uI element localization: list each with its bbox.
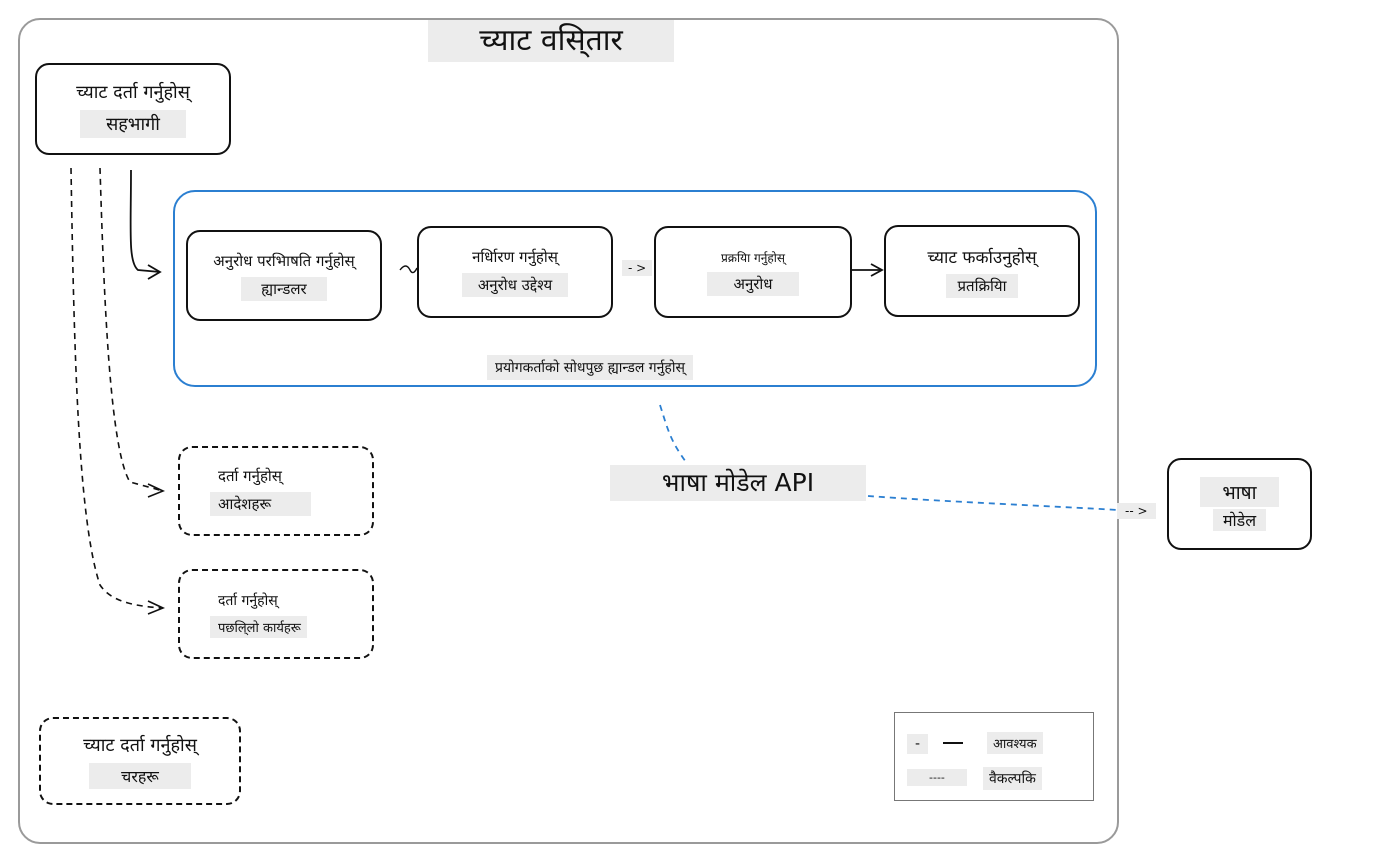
query-handling-caption: प्रयोगकर्ताको सोधपुछ ह्यान्डल गर्नुहोस् — [487, 355, 693, 380]
chat-participant-box: च्याट दर्ता गर्नुहोस् सहभागी — [35, 63, 231, 155]
model-line1: भाषा — [1200, 477, 1279, 507]
register-followups-box: दर्ता गर्नुहोस् पछलि्लो कार्यहरू — [178, 569, 374, 659]
followups-line2: पछलि्लो कार्यहरू — [210, 615, 307, 638]
legend-solid-line — [943, 742, 963, 744]
register-commands-box: दर्ता गर्नुहोस् आदेशहरू — [178, 446, 374, 536]
language-model-api-label: भाषा मोडेल API — [610, 465, 866, 501]
diagram-title: च्याट वसि्तार — [428, 20, 674, 62]
determine-intent-box: नर्धिारण गर्नुहोस् अनुरोध उद्देश्य — [417, 226, 613, 318]
api-to-model-arrow-label: -- > — [1117, 503, 1156, 519]
model-line2: मोडेल — [1212, 509, 1267, 531]
variables-line1: च्याट दर्ता गर्नुहोस् — [83, 735, 197, 756]
step3-line1: प्रक्रयिा गर्नुहोस् — [720, 250, 786, 265]
return-response-box: च्याट फर्काउनुहोस् प्रतक्रियिा — [884, 225, 1080, 317]
commands-line2: आदेशहरू — [210, 492, 312, 516]
participant-line1: च्याट दर्ता गर्नुहोस् — [76, 82, 190, 103]
query-handling-frame — [173, 190, 1097, 387]
legend-optional-symbol: ---- — [907, 769, 967, 786]
step4-line1: च्याट फर्काउनुहोस् — [927, 247, 1037, 268]
participant-line2: सहभागी — [80, 110, 186, 138]
extension-frame — [18, 18, 1119, 844]
legend-required-symbol: - — [907, 734, 929, 754]
legend-required-label: आवश्यक — [987, 732, 1043, 754]
step1-line1: अनुरोध परभिाषति गर्नुहोस् — [213, 251, 355, 270]
register-variables-box: च्याट दर्ता गर्नुहोस् चरहरू — [39, 717, 241, 805]
step3-line2: अनुरोध — [707, 271, 799, 296]
legend: - आवश्यक ---- वैकल्पकि — [894, 712, 1094, 801]
variables-line2: चरहरू — [89, 763, 191, 789]
step2-line1: नर्धिारण गर्नुहोस् — [472, 248, 558, 266]
process-request-box: प्रक्रयिा गर्नुहोस् अनुरोध — [654, 226, 852, 318]
language-model-box: भाषा मोडेल — [1167, 458, 1312, 550]
step2-line2: अनुरोध उद्देश्य — [461, 273, 569, 297]
step1-line2: ह्यान्डलर — [241, 276, 327, 301]
followups-line1: दर्ता गर्नुहोस् — [218, 592, 278, 609]
step2-to-step3-arrow-label: - > — [622, 260, 653, 276]
step4-line2: प्रतक्रियिा — [945, 273, 1019, 298]
request-handler-box: अनुरोध परभिाषति गर्नुहोस् ह्यान्डलर — [186, 230, 382, 321]
legend-optional-label: वैकल्पकि — [983, 767, 1042, 790]
commands-line1: दर्ता गर्नुहोस् — [218, 467, 282, 485]
